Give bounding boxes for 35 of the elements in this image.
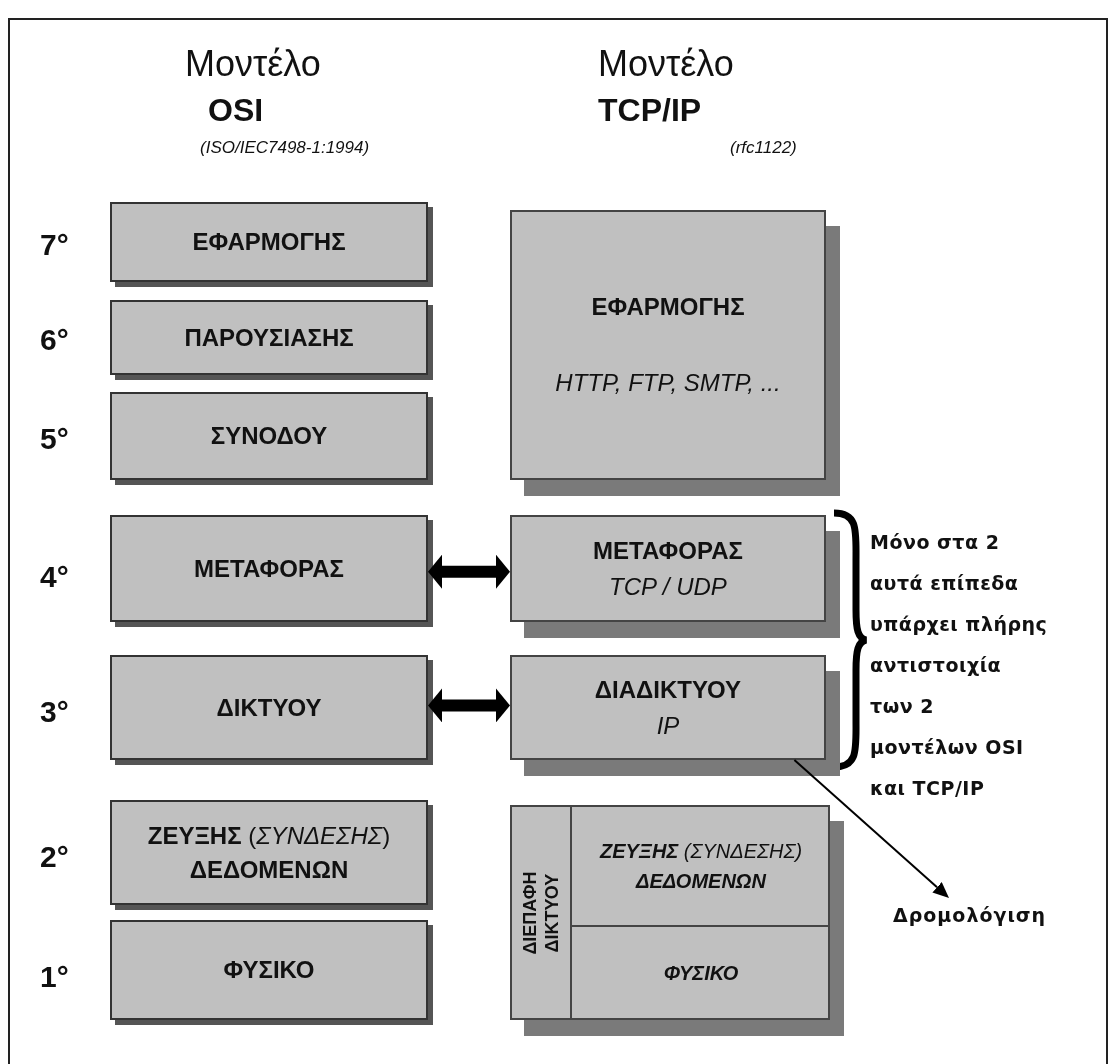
column-heading: OSI	[208, 91, 264, 130]
layer-text: ΖΕΥΞΗΣ (ΣΥΝΔΕΣΗΣ) ΔΕΔΟΜΕΝΩΝ	[146, 820, 392, 885]
vertical-layer-text: ΔΙΕΠΑΦΗ ΔΙΚΤΥΟΥ	[519, 870, 563, 955]
layer-text: ΣΥΝΟΔΟΥ	[210, 421, 328, 451]
layer-number: 2°	[40, 839, 69, 875]
double-arrow	[428, 688, 510, 723]
layer-number: 3°	[40, 694, 69, 730]
layer-text: ΦΥΣΙΚΟ	[663, 960, 739, 986]
arrow	[793, 759, 949, 898]
layer-text: ΠΑΡΟΥΣΙΑΣΗΣ	[184, 322, 354, 353]
layer-number: 4°	[40, 559, 69, 595]
layer-text: ΜΕΤΑΦΟΡΑΣ	[593, 535, 743, 566]
layer-text: ΔΙΚΤΥΟΥ	[216, 692, 322, 723]
routing-text: Δρομολόγιση	[893, 902, 1047, 928]
layer-text: ΜΕΤΑΦΟΡΑΣ	[194, 553, 344, 584]
standard-reference: (ISO/IEC7498-1:1994)	[200, 137, 370, 159]
layer-text: HTTP, FTP, SMTP, ...	[555, 368, 781, 398]
double-arrow	[428, 554, 510, 589]
layer-text: IP	[656, 710, 680, 741]
layer-number: 6°	[40, 322, 69, 358]
layer-box	[570, 807, 830, 927]
column-heading: TCP/IP	[598, 91, 702, 130]
layer-number: 1°	[40, 959, 69, 995]
layer-number: 7°	[40, 227, 69, 263]
layer-text: TCP / UDP	[609, 571, 727, 602]
layer-text: ΕΦΑΡΜΟΓΗΣ	[591, 292, 745, 322]
layer-text: ΕΦΑΡΜΟΓΗΣ	[192, 227, 346, 257]
standard-reference: (rfc1122)	[730, 137, 797, 159]
layer-text: ΖΕΥΞΗΣ (ΣΥΝΔΕΣΗΣ) ΔΕΔΟΜΕΝΩΝ	[598, 839, 804, 894]
note-text: Μόνο στα 2 αυτά επίπεδα υπάρχει πλήρης αντιστοιχία των 2 μοντέλων OSI και TCP/IP	[870, 530, 1048, 801]
layer-text: ΔΙΑΔΙΚΤΥΟΥ	[594, 674, 742, 705]
layer-number: 5°	[40, 421, 69, 457]
column-heading: Μοντέλο	[185, 42, 321, 86]
column-heading: Μοντέλο	[598, 42, 734, 86]
layer-text: ΦΥΣΙΚΟ	[223, 955, 315, 985]
